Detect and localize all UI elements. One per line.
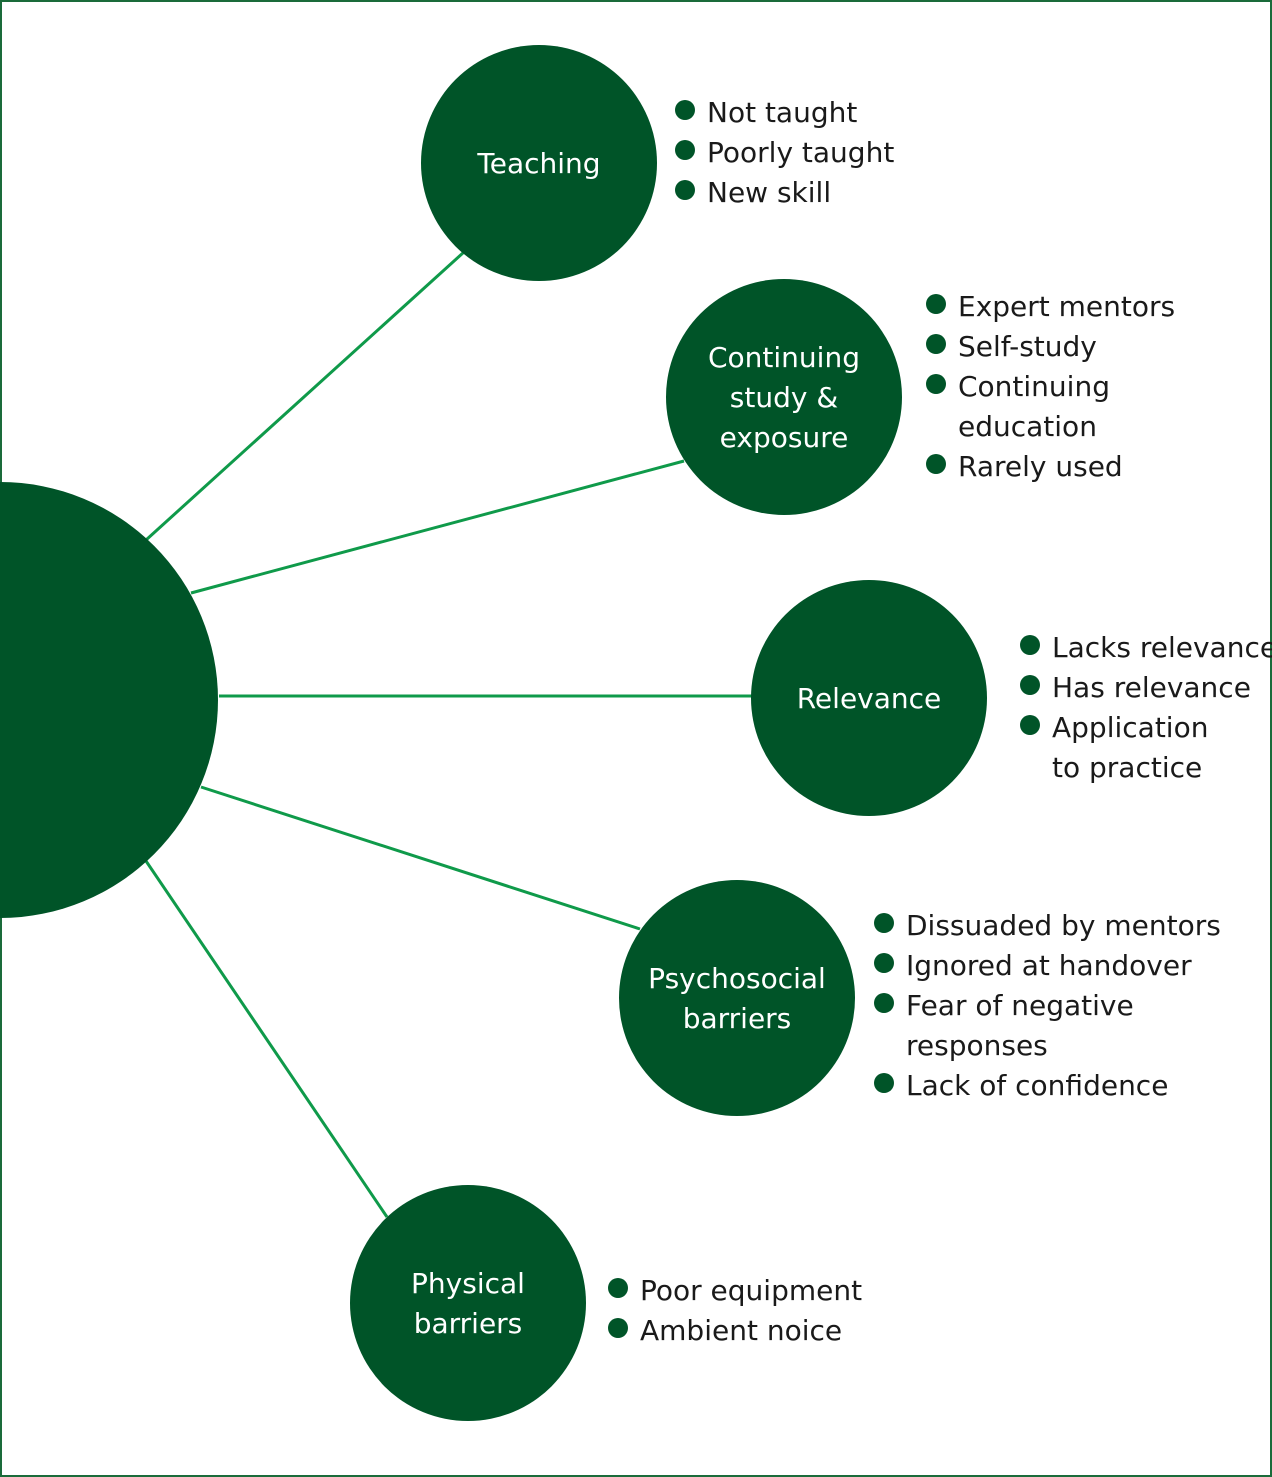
bullet-dot (608, 1278, 628, 1298)
node-psychosocial-barriers: Psychosocial barriers (619, 880, 855, 1116)
bullet-item-text: education (958, 410, 1097, 443)
bullet-item-text: Not taught (707, 96, 857, 129)
bullet-dot (1020, 635, 1040, 655)
node-relevance: Relevance (751, 580, 987, 816)
node-circle-continuing-study (666, 279, 902, 515)
bullet-dot (926, 454, 946, 474)
bullet-dot (874, 1073, 894, 1093)
node-label-physical-barriers: Physical (411, 1267, 525, 1300)
node-label-teaching: Teaching (476, 147, 600, 180)
bullet-dot (926, 294, 946, 314)
bullet-dot (874, 913, 894, 933)
central-hub-circle (0, 482, 218, 918)
connector-psychosocial-barriers (200, 785, 641, 931)
node-continuing-study: Continuing study & exposure (666, 279, 902, 515)
bullet-dot (1020, 715, 1040, 735)
connector-lines (144, 250, 752, 1218)
bullet-item-text: Rarely used (958, 450, 1123, 483)
bullet-item-text: to practice (1052, 751, 1202, 784)
bullet-dot (675, 140, 695, 160)
bullet-dot (874, 993, 894, 1013)
connector-teaching (144, 250, 466, 542)
bullet-dot (926, 334, 946, 354)
bullet-item-text: Ignored at handover (906, 949, 1192, 982)
node-physical-barriers: Physical barriers (350, 1185, 586, 1421)
bullet-item-text: Self-study (958, 330, 1097, 363)
node-circle-psychosocial-barriers (619, 880, 855, 1116)
node-label-psychosocial-barriers: barriers (683, 1002, 792, 1035)
bullet-item-text: Ambient noice (640, 1314, 842, 1347)
bullet-dot (926, 374, 946, 394)
bullet-item-text: Expert mentors (958, 290, 1175, 323)
bullet-dot (675, 100, 695, 120)
node-label-psychosocial-barriers: Psychosocial (648, 962, 826, 995)
bullet-item-text: Fear of negative (906, 989, 1134, 1022)
bullet-dot (874, 953, 894, 973)
bullet-item-text: Dissuaded by mentors (906, 909, 1221, 942)
bullet-dot (608, 1318, 628, 1338)
connector-physical-barriers (144, 860, 389, 1218)
bullet-item-text: Application (1052, 711, 1208, 744)
central-hub (0, 482, 218, 918)
node-circle-relevance (751, 580, 987, 816)
bullet-item-text: responses (906, 1029, 1048, 1062)
node-teaching: Teaching (421, 45, 657, 281)
node-label-physical-barriers: barriers (414, 1307, 523, 1340)
bullet-item-text: Poor equipment (640, 1274, 862, 1307)
node-label-continuing-study: study & (730, 381, 838, 414)
bullet-item-text: Lack of confidence (906, 1069, 1168, 1102)
node-circle-physical-barriers (350, 1185, 586, 1421)
node-label-relevance: Relevance (797, 682, 942, 715)
bullet-dot (1020, 675, 1040, 695)
bullet-item-text: New skill (707, 176, 831, 209)
bullet-item-text: Poorly taught (707, 136, 894, 169)
bullet-item-text: Continuing (958, 370, 1110, 403)
bullet-dot (675, 180, 695, 200)
node-label-continuing-study: exposure (720, 421, 849, 454)
bullet-item-text: Lacks relevance (1052, 631, 1272, 664)
node-circle-teaching (421, 45, 657, 281)
connector-continuing-study (190, 459, 685, 595)
bullet-item-text: Has relevance (1052, 671, 1251, 704)
node-label-continuing-study: Continuing (708, 341, 860, 374)
